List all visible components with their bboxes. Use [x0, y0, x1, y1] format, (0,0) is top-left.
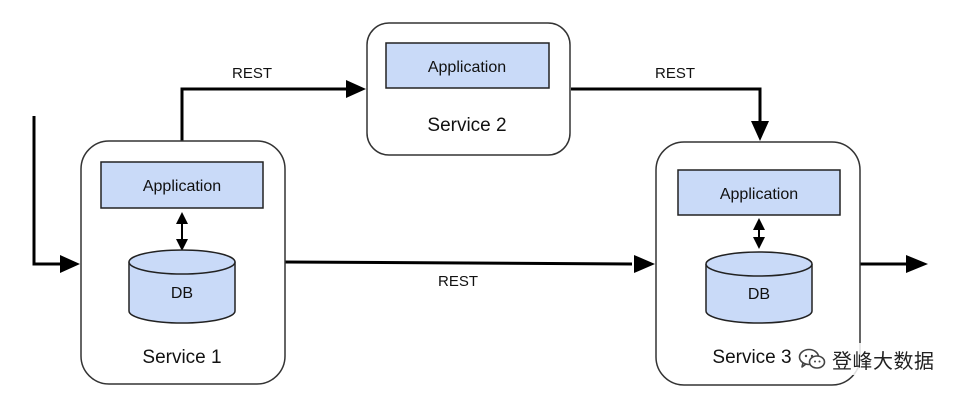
service-2-application-label: Application [428, 59, 506, 76]
service-1-db-label: DB [171, 285, 193, 302]
service-1-app-db-arrow-up [176, 212, 188, 224]
service-3-db-cylinder [705, 251, 813, 324]
edge-s1-s3-arrowhead [634, 255, 655, 273]
incoming-line [32, 116, 62, 266]
edge-s1-s3-line [284, 260, 633, 266]
watermark: 登峰大数据 [792, 343, 941, 375]
service-3-label: Service 3 [712, 347, 791, 368]
edge-s2-s3-line [571, 87, 762, 122]
wechat-icon [798, 348, 826, 369]
edge-s1-s3-label: REST [438, 273, 478, 290]
edge-s1-s2-label: REST [232, 65, 272, 82]
edge-s1-s2-line [180, 87, 346, 142]
service-2-label: Service 2 [427, 115, 506, 136]
service-1-label: Service 1 [142, 347, 221, 368]
edge-s2-s3-label: REST [655, 65, 695, 82]
service-1-application-box [100, 161, 264, 209]
service-1-db-cylinder [128, 249, 236, 324]
service-2-application-box [385, 42, 550, 89]
watermark-text: 登峰大数据 [832, 348, 935, 373]
incoming-arrowhead [60, 255, 80, 273]
outgoing-arrowhead [906, 255, 928, 273]
edge-s2-s3-arrowhead [751, 121, 769, 141]
service-1-application-label: Application [143, 178, 221, 195]
service-3-db-label: DB [748, 286, 770, 303]
service-3-application-label: Application [720, 186, 798, 203]
edge-s1-s2-arrowhead [346, 80, 366, 98]
service-3-application-box [677, 169, 841, 216]
service-3-app-db-arrow-down [753, 237, 765, 249]
service-1-app-db-arrow-down [176, 239, 188, 251]
service-3-app-db-arrow-up [753, 218, 765, 230]
